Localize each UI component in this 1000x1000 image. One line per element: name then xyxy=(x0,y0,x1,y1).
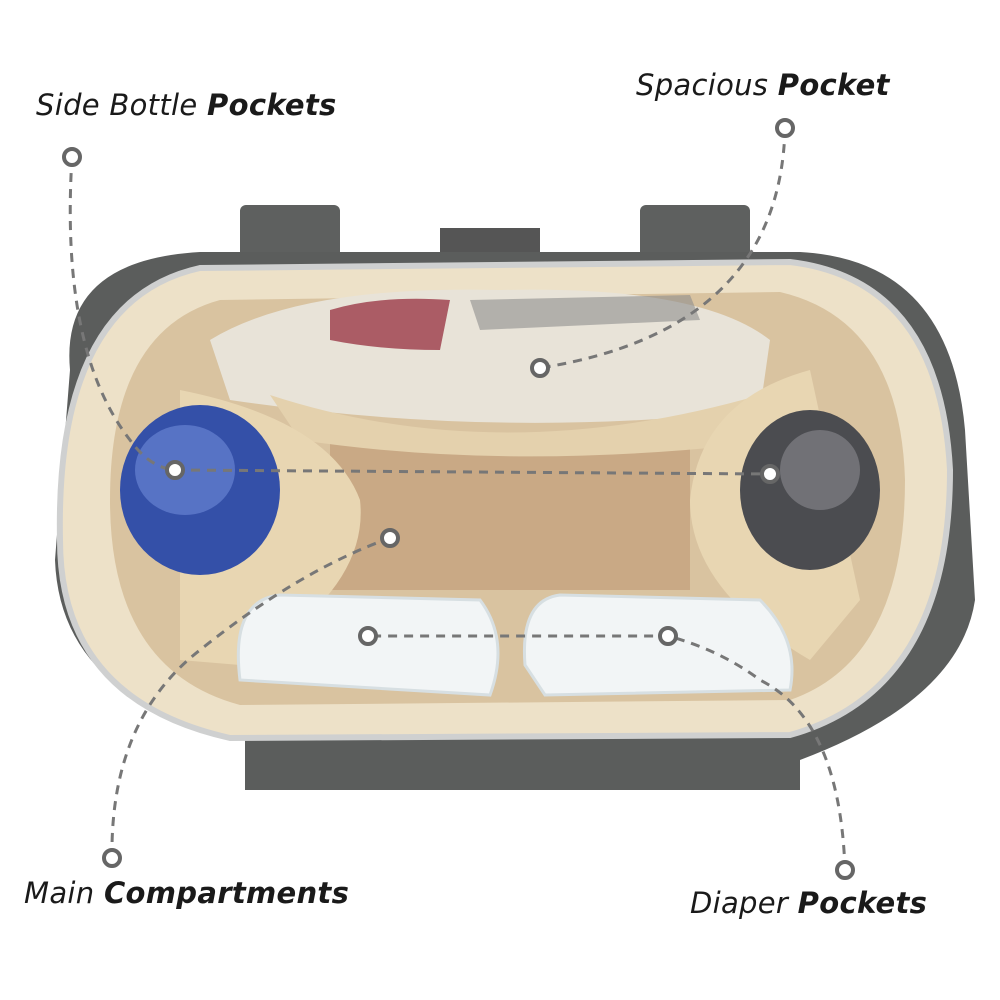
label-normal: Diaper xyxy=(690,886,789,920)
main-leader xyxy=(110,536,391,859)
callout-lines xyxy=(68,127,847,871)
callout-dots xyxy=(62,118,855,880)
label-bold: Pockets xyxy=(797,886,928,920)
label-side-bottle-pockets: Side Bottle Pockets xyxy=(36,88,337,122)
callout-dot xyxy=(62,147,82,167)
callout-dot xyxy=(380,528,400,548)
callout-dot xyxy=(358,626,378,646)
left-handle xyxy=(240,205,340,265)
label-normal: Side Bottle xyxy=(36,88,198,122)
label-bold: Compartments xyxy=(103,876,350,910)
callout-dot xyxy=(760,464,780,484)
right-diapers xyxy=(522,593,794,697)
callout-dot xyxy=(102,848,122,868)
callout-dot xyxy=(658,626,678,646)
main-compartment-floor xyxy=(330,440,690,590)
callout-dot xyxy=(775,118,795,138)
side-bottle-leader xyxy=(68,156,176,472)
label-normal: Main xyxy=(24,876,95,910)
gray-bottle-highlight xyxy=(780,430,860,510)
label-spacious-pocket: Spacious Pocket xyxy=(636,68,890,102)
callout-dot xyxy=(530,358,550,378)
spacious-pocket-flap xyxy=(270,395,760,457)
diaper-leader xyxy=(368,634,847,871)
clothes-stripes xyxy=(470,295,700,330)
label-bold: Pocket xyxy=(777,68,890,102)
bottle-connector xyxy=(174,468,771,476)
spacious-leader xyxy=(539,127,787,370)
callout-dot xyxy=(835,860,855,880)
label-main-compartments: Main Compartments xyxy=(24,876,349,910)
callout-dot xyxy=(165,460,185,480)
right-handle xyxy=(640,205,750,265)
label-normal: Spacious xyxy=(636,68,769,102)
clothes-pattern xyxy=(330,298,450,350)
label-diaper-pockets: Diaper Pockets xyxy=(690,886,927,920)
label-bold: Pockets xyxy=(207,88,337,122)
